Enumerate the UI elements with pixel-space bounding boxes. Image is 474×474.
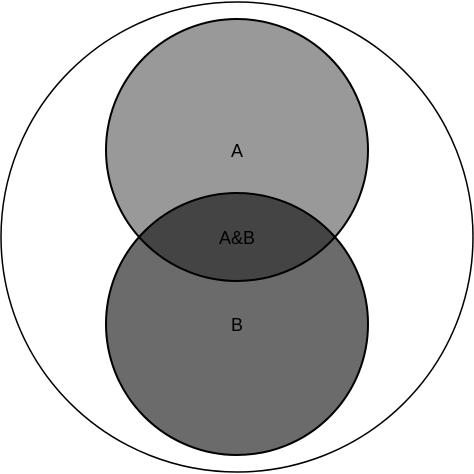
intersection-region	[106, 193, 368, 281]
intersection-label: A&B	[219, 228, 255, 248]
set-b-label: B	[231, 315, 243, 335]
set-b-outline	[105, 192, 369, 456]
set-a-label: A	[231, 141, 243, 161]
set-a-outline	[105, 18, 369, 282]
